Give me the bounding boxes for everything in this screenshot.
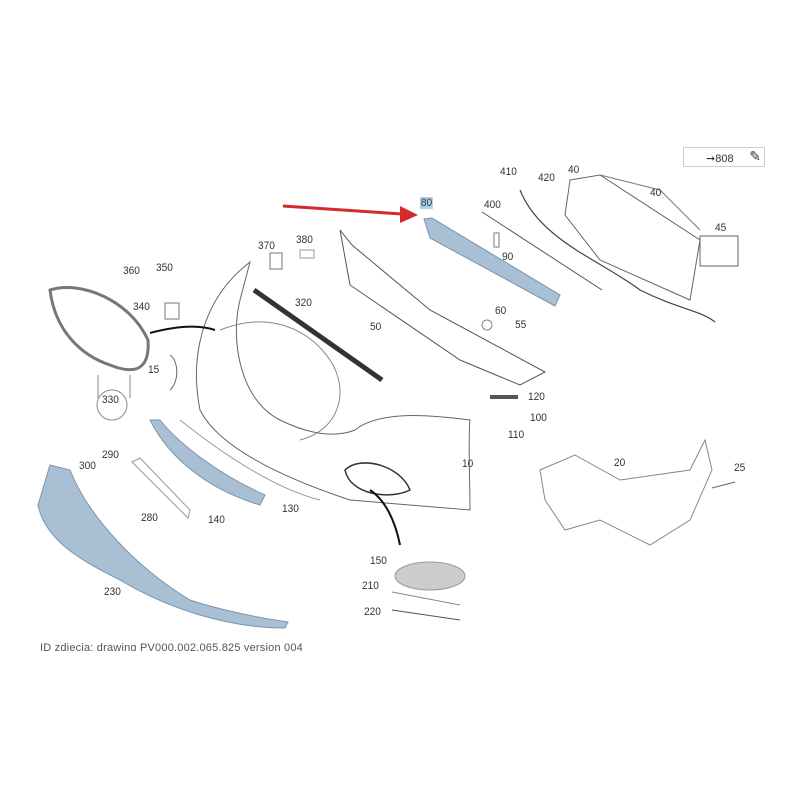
- part-230-shape: [37, 464, 289, 629]
- part-label-90: 90: [502, 251, 514, 263]
- part-label-350: 350: [156, 262, 173, 274]
- part-label-40: 40: [650, 187, 662, 199]
- part-150-shape: [394, 561, 466, 591]
- part-label-230: 230: [104, 586, 121, 598]
- part-20-shape: [539, 438, 713, 546]
- part-label-290: 290: [102, 449, 119, 461]
- part-label-45: 45: [715, 222, 727, 234]
- part-label-40: 40: [568, 164, 580, 176]
- part-330-callout: [96, 389, 128, 421]
- part-330-shape: [48, 285, 150, 372]
- part-label-50: 50: [370, 321, 382, 333]
- part-label-320: 320: [295, 297, 312, 309]
- image-caption: ID zdjecia: drawing PV000.002.065.825 ve…: [40, 642, 303, 651]
- part-label-300: 300: [79, 460, 96, 472]
- part-label-20: 20: [614, 457, 626, 469]
- part-label-210: 210: [362, 580, 379, 592]
- part-10-shape: [196, 260, 471, 511]
- red-arrow-icon: [282, 204, 418, 223]
- edit-icon[interactable]: ✎: [749, 148, 761, 164]
- part-80-shape: [423, 217, 561, 307]
- part-label-400: 400: [484, 199, 501, 211]
- part-label-280: 280: [141, 512, 158, 524]
- part-label-220: 220: [364, 606, 381, 618]
- part-label-410: 410: [500, 166, 517, 178]
- part-410-shape: [519, 189, 716, 323]
- part-320-shape: [252, 287, 384, 383]
- part-label-140: 140: [208, 514, 225, 526]
- part-label-380: 380: [296, 234, 313, 246]
- reference-link-808[interactable]: ➞808 ✎: [683, 147, 765, 167]
- part-label-60: 60: [495, 305, 507, 317]
- part-50-shape: [339, 229, 547, 386]
- part-label-330: 330: [102, 394, 119, 406]
- part-label-150: 150: [370, 555, 387, 567]
- part-label-420: 420: [538, 172, 555, 184]
- part-label-340: 340: [133, 301, 150, 313]
- part-label-110: 110: [508, 429, 525, 441]
- part-label-10: 10: [462, 458, 474, 470]
- reference-number: 808: [715, 153, 734, 165]
- part-label-370: 370: [258, 240, 275, 252]
- reference-label: ➞808: [706, 153, 734, 165]
- part-280-shape: [131, 457, 191, 519]
- part-label-15: 15: [148, 364, 160, 376]
- part-45-shape: [699, 235, 739, 267]
- part-label-130: 130: [282, 503, 299, 515]
- part-label-120: 120: [528, 391, 545, 403]
- part-label-100: 100: [530, 412, 547, 424]
- part-label-80-highlighted: 80: [420, 197, 434, 209]
- part-130-shape: [179, 419, 321, 501]
- part-400-shape: [481, 211, 603, 291]
- part-label-55: 55: [515, 319, 527, 331]
- part-label-360: 360: [123, 265, 140, 277]
- part-140-shape: [149, 419, 266, 506]
- part-40-shape: [564, 174, 701, 301]
- part-label-25: 25: [734, 462, 746, 474]
